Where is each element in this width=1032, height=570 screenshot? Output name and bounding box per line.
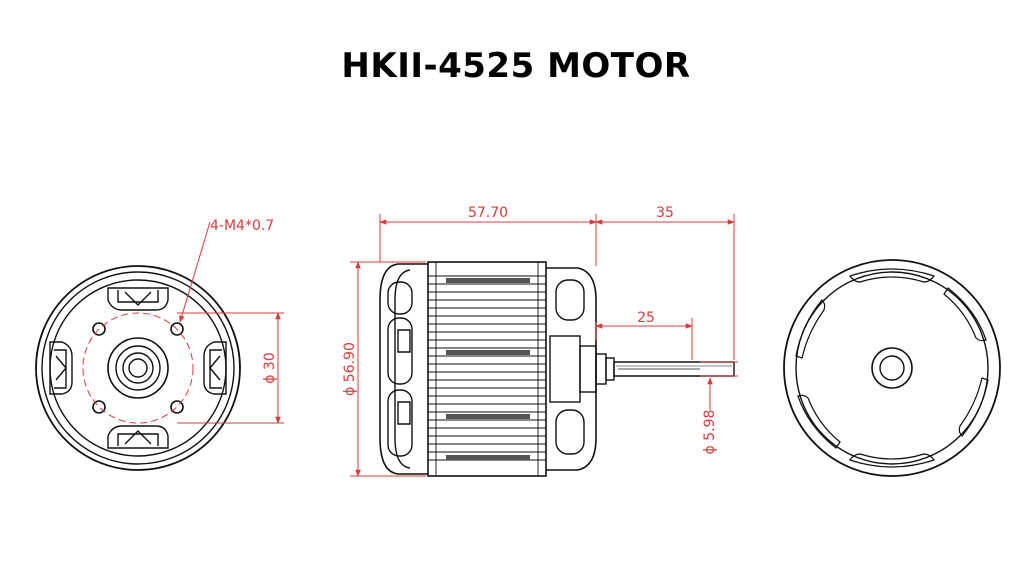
diameter-label: ϕ 56.90 xyxy=(342,342,358,396)
front-view xyxy=(35,265,241,471)
drawing-title: HKII-4525 MOTOR xyxy=(341,46,691,86)
front-view-dimensions xyxy=(82,221,284,424)
mount-hole xyxy=(170,400,184,414)
shaft-exposed-label: 25 xyxy=(637,310,655,326)
side-view xyxy=(379,261,735,477)
mount-hole xyxy=(170,322,184,336)
mount-hole xyxy=(92,400,106,414)
side-view-dimensions xyxy=(350,214,738,477)
shaft-length-label: 35 xyxy=(656,205,674,221)
back-view xyxy=(783,259,1001,477)
bolt-circle-label: ϕ 30 xyxy=(262,352,278,384)
dimension-labels: 4-M4*0.7 57.70 35 25 ϕ 30 ϕ 56.90 ϕ 5.98 xyxy=(210,205,718,454)
mount-hole xyxy=(92,322,106,336)
mount-holes-label: 4-M4*0.7 xyxy=(210,218,274,234)
body-length-label: 57.70 xyxy=(468,205,508,221)
shaft-diameter-label: ϕ 5.98 xyxy=(702,410,718,455)
